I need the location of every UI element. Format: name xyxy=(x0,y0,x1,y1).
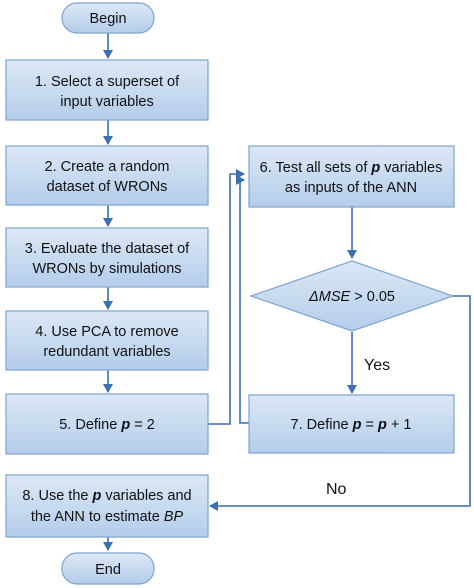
step6-line1-prefix: 6. Test all sets of xyxy=(260,160,372,176)
step2-box: 2. Create a random dataset of WRONs xyxy=(5,145,209,206)
step7-prefix: 7. Define xyxy=(291,417,353,433)
step6-line1: 6. Test all sets of p variables xyxy=(260,160,443,176)
begin-label: Begin xyxy=(89,11,126,27)
step6-line1-var: p xyxy=(370,160,380,176)
step7-box: 7. Define p = p + 1 xyxy=(248,394,455,454)
decision-metric: MSE xyxy=(319,289,351,305)
connector-step7-step6 xyxy=(236,175,249,424)
connector-step5-step6 xyxy=(208,169,245,425)
step8-line1-var: p xyxy=(91,488,101,504)
step4-box: 4. Use PCA to remove redundant variables xyxy=(5,310,209,371)
step8-box: 8. Use the p variables and the ANN to es… xyxy=(5,474,209,538)
step6-line2: as inputs of the ANN xyxy=(285,180,417,196)
step8-line1-prefix: 8. Use the xyxy=(22,488,92,504)
step3-box: 3. Evaluate the dataset of WRONs by simu… xyxy=(5,227,209,288)
step6-box: 6. Test all sets of p variables as input… xyxy=(248,145,455,208)
step3-line1: 3. Evaluate the dataset of xyxy=(25,241,190,257)
step7-var1: p xyxy=(352,417,362,433)
step1-box: 1. Select a superset of input variables xyxy=(5,59,209,121)
connector-decision-step8 xyxy=(209,295,471,511)
step2-line2: dataset of WRONs xyxy=(47,179,168,195)
step4-line2: redundant variables xyxy=(43,344,170,360)
decision-label: ΔMSE > 0.05 xyxy=(308,289,395,305)
end-label: End xyxy=(95,562,121,578)
step8-line2: the ANN to estimate BP xyxy=(31,509,184,525)
step8-line1: 8. Use the p variables and xyxy=(22,488,191,504)
step8-line1-suffix: variables and xyxy=(101,488,191,504)
step2-line1: 2. Create a random xyxy=(45,159,170,175)
step7-label: 7. Define p = p + 1 xyxy=(291,417,412,433)
end-terminator: End xyxy=(61,552,155,585)
decision-diamond: ΔMSE > 0.05 xyxy=(249,260,455,332)
begin-terminator: Begin xyxy=(61,2,155,34)
step5-box: 5. Define p = 2 xyxy=(5,393,209,455)
step7-var2: p xyxy=(377,417,387,433)
step8-line2-prefix: the ANN to estimate xyxy=(31,509,164,525)
step7-mid: = xyxy=(361,417,378,433)
decision-suffix: > 0.05 xyxy=(350,289,395,305)
step5-suffix: = 2 xyxy=(130,417,155,433)
step1-line1: 1. Select a superset of xyxy=(35,74,180,90)
step3-line2: WRONs by simulations xyxy=(32,261,181,277)
step6-line1-suffix: variables xyxy=(380,160,442,176)
step8-line2-var: BP xyxy=(164,509,184,525)
no-label: No xyxy=(326,481,347,498)
step5-label: 5. Define p = 2 xyxy=(59,417,155,433)
step5-prefix: 5. Define xyxy=(59,417,121,433)
decision-prefix: Δ xyxy=(308,289,319,305)
step5-var: p xyxy=(120,417,130,433)
step1-line2: input variables xyxy=(60,94,154,110)
step7-suffix: + 1 xyxy=(387,417,412,433)
step4-line1: 4. Use PCA to remove xyxy=(35,324,178,340)
yes-label: Yes xyxy=(364,357,390,374)
